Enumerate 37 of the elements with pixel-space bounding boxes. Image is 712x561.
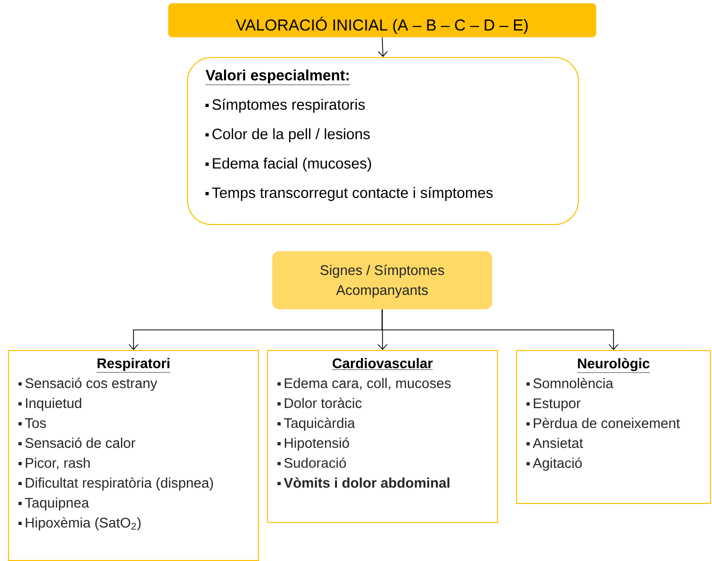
list-item: Taquipnea: [18, 497, 90, 510]
title-box: [168, 3, 596, 38]
list-item: Pèrdua de coneixement: [526, 418, 680, 428]
list-item: Taquicàrdia: [278, 418, 356, 431]
list-item: Estupor: [526, 398, 581, 411]
heading: Cardiovascular: [332, 358, 434, 370]
list-item: Somnolència: [526, 378, 614, 388]
list-item: Dolor toràcic: [278, 398, 362, 408]
list-item: Agitació: [526, 458, 582, 471]
list-item: Inquietud: [18, 398, 82, 411]
list-item: Sensació de calor: [18, 438, 136, 448]
list-item: Símptomes respiratoris: [206, 98, 365, 113]
list-item: Temps transcorregut contacte i símptomes: [206, 186, 493, 201]
list-item: Color de la pell / lesions: [206, 128, 370, 142]
heading: Neurològic: [576, 358, 650, 373]
list-item: Ansietat: [526, 438, 583, 448]
list-box: [267, 350, 498, 523]
category-box: [272, 251, 492, 310]
list-item: Picor, rash: [18, 458, 90, 470]
arrow: [382, 309, 618, 350]
rounded-box: [187, 57, 579, 225]
heading: Respiratori: [96, 358, 171, 373]
list-box: [8, 350, 259, 561]
list-item: Sensació cos estrany: [18, 378, 158, 391]
list-item: Hipotensió: [278, 438, 349, 451]
arrow: [378, 37, 388, 57]
category-text: Signes / Símptomes Acompanyants: [320, 264, 444, 298]
list-item: Edema cara, coll, mucoses: [278, 378, 451, 390]
title-text: VALORACIÓ INICIAL (A – B – C – D – E): [236, 16, 528, 34]
list-item: Tos: [18, 418, 46, 428]
heading: Valori especialment:: [205, 70, 350, 86]
list-item: Vòmits i dolor abdominal: [278, 477, 450, 488]
list-item: Sudoració: [278, 457, 346, 468]
list-item: Hipoxèmia (SatO$_{2}$): [18, 517, 141, 530]
list-item: Dificultat respiratòria (dispnea): [18, 477, 213, 491]
list-box: [516, 350, 711, 504]
list-item: Edema facial (mucoses): [206, 158, 372, 172]
